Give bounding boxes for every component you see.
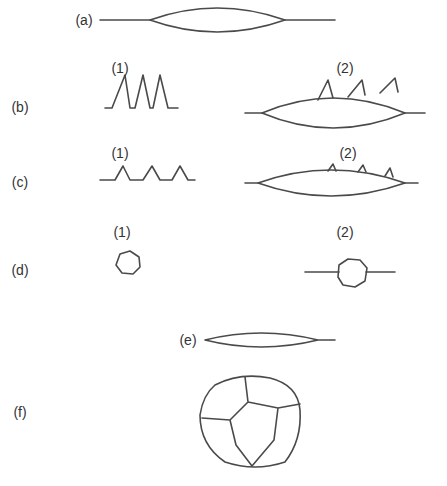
tooth-shape (328, 164, 393, 177)
figure-label: (1) (113, 225, 130, 239)
figure-label: (e) (179, 333, 196, 347)
figure-label: (d) (11, 263, 28, 277)
figure-label: (1) (111, 146, 128, 160)
grain-shape (305, 271, 395, 273)
grain-shape (116, 251, 140, 274)
figure-label: (a) (75, 13, 92, 27)
lens-shape (258, 170, 405, 196)
tooth-shape (100, 166, 195, 180)
figure-label: (f) (13, 405, 26, 419)
aggregate-shape (202, 377, 300, 466)
spike-shape (318, 78, 398, 100)
lens-shape (245, 112, 425, 114)
lens-shape (150, 8, 285, 32)
figure-label: (2) (339, 146, 356, 160)
aggregate-shape (200, 376, 300, 467)
spike-shape (105, 75, 178, 108)
figure-label: (1) (111, 61, 128, 75)
figure-label: (2) (336, 225, 353, 239)
figure-label: (2) (336, 61, 353, 75)
lens-shape (262, 98, 405, 128)
lens-shape (205, 333, 335, 347)
figure-label: (b) (11, 100, 28, 114)
grain-shape (338, 259, 367, 287)
lens-shape (245, 182, 418, 184)
figure-label: (c) (12, 175, 28, 189)
lens-shape (100, 19, 335, 21)
